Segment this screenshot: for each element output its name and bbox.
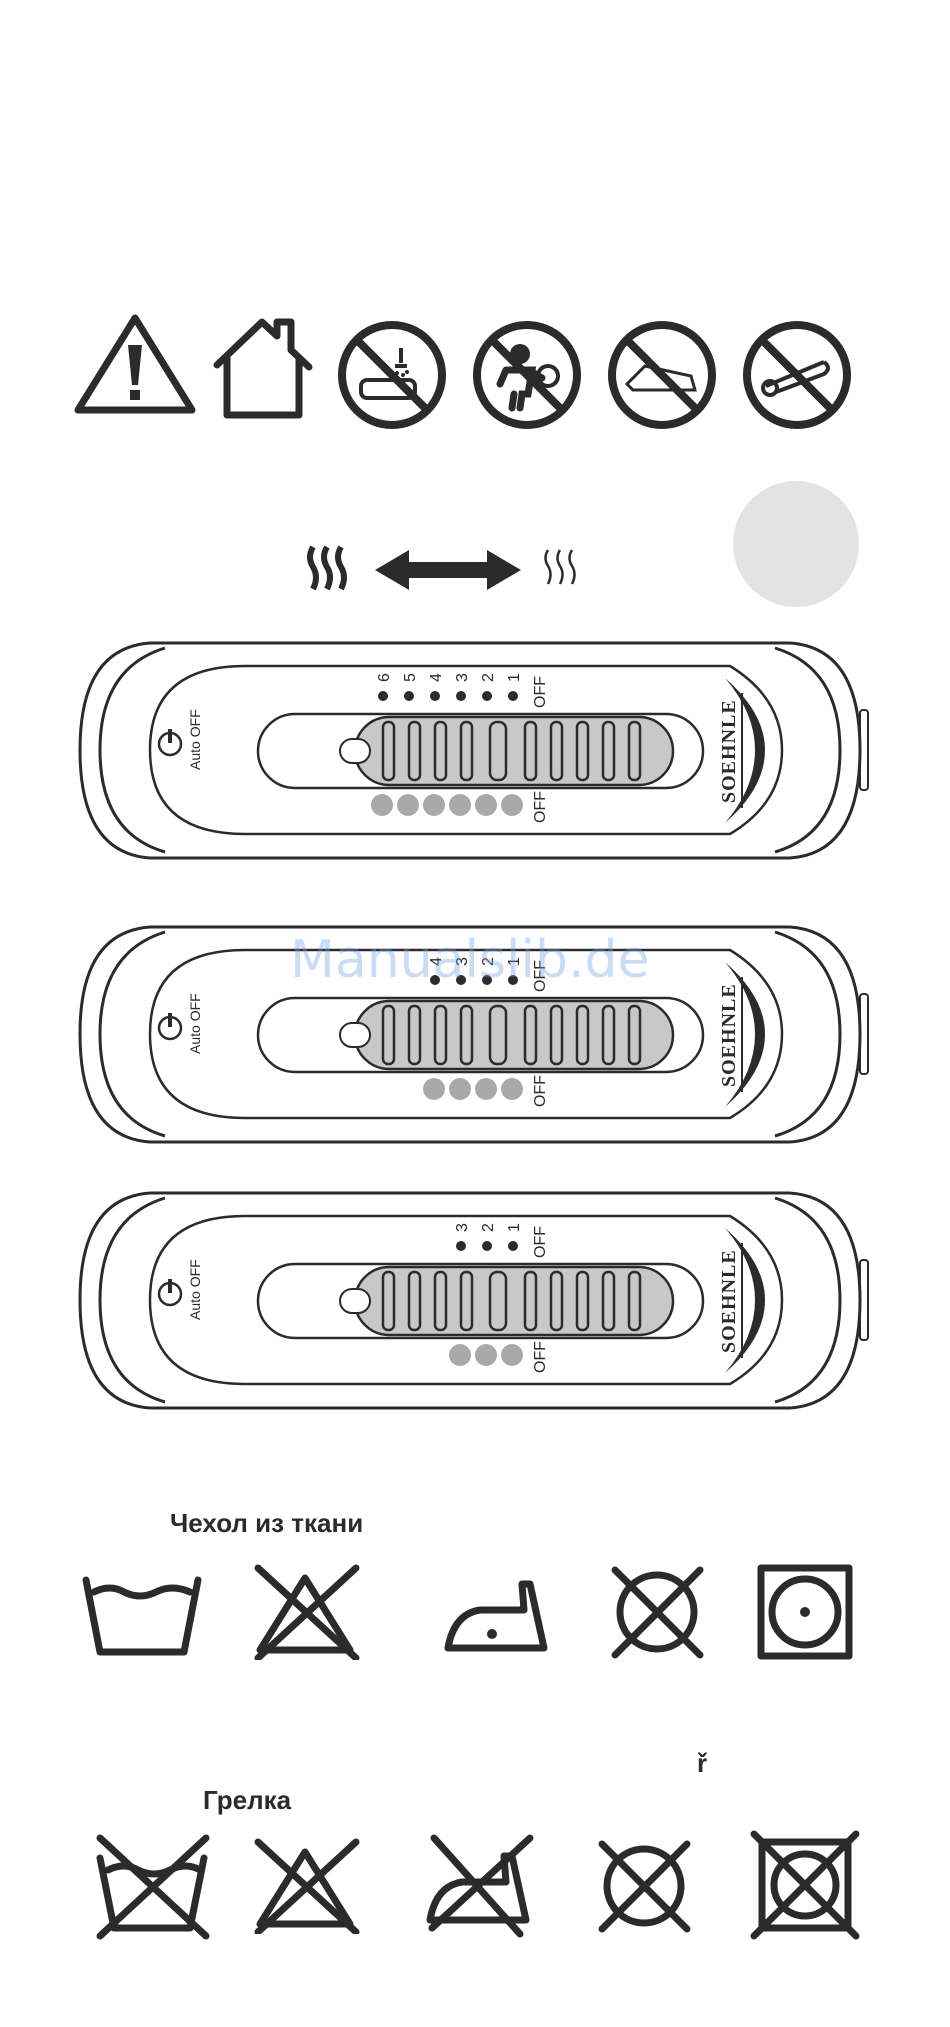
controller-body: Auto OFF SOEHNLE bbox=[80, 643, 868, 858]
level-dot bbox=[430, 691, 440, 701]
no-iron-icon bbox=[420, 1830, 540, 1940]
double-arrow-icon bbox=[373, 548, 523, 592]
off-label-bottom: OFF bbox=[532, 1341, 549, 1373]
iron-icon bbox=[440, 1568, 555, 1658]
brand-logo: SOEHNLE bbox=[718, 699, 740, 803]
off-label-top: OFF bbox=[532, 676, 549, 708]
indicator-light bbox=[423, 794, 445, 816]
off-label-bottom: OFF bbox=[532, 1075, 549, 1107]
level-dot bbox=[482, 691, 492, 701]
indicator-light bbox=[371, 794, 393, 816]
indicator-light bbox=[449, 794, 471, 816]
cover-section-label: Чехол из ткани bbox=[170, 1508, 363, 1539]
no-wash-icon bbox=[90, 1832, 215, 1942]
level-label: 2 bbox=[480, 673, 497, 682]
tumble-dry-icon bbox=[755, 1562, 855, 1662]
indicator-light bbox=[449, 1344, 471, 1366]
level-dot bbox=[378, 691, 388, 701]
do-not-fold-icon bbox=[605, 318, 720, 433]
indicator-light bbox=[501, 1078, 523, 1100]
pad-section-label: Грелка bbox=[203, 1785, 291, 1816]
level-label: 5 bbox=[402, 673, 419, 682]
no-dry-clean-icon bbox=[592, 1834, 697, 1939]
level-dot bbox=[456, 1241, 466, 1251]
auto-off-label: Auto OFF bbox=[187, 709, 203, 770]
indicator-light bbox=[475, 794, 497, 816]
stray-character: ř bbox=[697, 1748, 707, 1779]
indicator-light bbox=[501, 794, 523, 816]
brand-logo: SOEHNLE bbox=[718, 983, 740, 1087]
level-label: 4 bbox=[428, 673, 445, 682]
indicator-light bbox=[397, 794, 419, 816]
level-label: 3 bbox=[454, 1223, 471, 1232]
level-label: 3 bbox=[454, 673, 471, 682]
indicator-light bbox=[501, 1344, 523, 1366]
warning-icons-row bbox=[70, 310, 870, 440]
off-label-bottom: OFF bbox=[532, 791, 549, 823]
level-dot bbox=[508, 691, 518, 701]
watermark: Manualslib.de bbox=[290, 930, 649, 990]
pad-care-icons-row bbox=[80, 1830, 870, 1950]
heat-high-icon bbox=[305, 543, 357, 598]
no-bleach-icon bbox=[248, 1560, 363, 1660]
wash-tub-icon bbox=[80, 1568, 205, 1658]
level-dot bbox=[456, 691, 466, 701]
level-dot bbox=[482, 1241, 492, 1251]
no-tumble-dry-icon bbox=[750, 1830, 860, 1940]
brand-logo: SOEHNLE bbox=[718, 1249, 740, 1353]
not-for-children-icon bbox=[470, 318, 585, 433]
level-dot bbox=[404, 691, 414, 701]
level-label: 1 bbox=[506, 1223, 523, 1232]
indicator-light bbox=[449, 1078, 471, 1100]
indicator-light bbox=[475, 1344, 497, 1366]
no-pins-icon bbox=[740, 318, 855, 433]
no-bleach-icon bbox=[248, 1834, 363, 1934]
controller-body: Auto OFF SOEHNLE bbox=[80, 1193, 868, 1408]
warning-triangle-icon bbox=[70, 310, 200, 420]
heat-indicator bbox=[305, 540, 595, 600]
off-label-top: OFF bbox=[532, 1226, 549, 1258]
controller-3-levels: Auto OFF SOEHNLE 3 2 1 OFF OFF bbox=[70, 1188, 870, 1413]
level-dot bbox=[508, 1241, 518, 1251]
controller-6-levels: Auto OFF SOEHNLE 6 5 4 3 2 1 OFF OFF bbox=[70, 638, 870, 863]
indicator-light bbox=[423, 1078, 445, 1100]
indoor-use-only-icon bbox=[205, 310, 320, 425]
page-marker-circle bbox=[733, 481, 859, 607]
no-bathroom-use-icon bbox=[335, 318, 450, 433]
auto-off-label: Auto OFF bbox=[187, 1259, 203, 1320]
auto-off-label: Auto OFF bbox=[187, 993, 203, 1054]
heat-low-icon bbox=[540, 546, 588, 596]
indicator-light bbox=[475, 1078, 497, 1100]
level-label: 6 bbox=[376, 673, 393, 682]
cover-care-icons-row bbox=[80, 1560, 870, 1670]
level-label: 2 bbox=[480, 1223, 497, 1232]
no-dry-clean-icon bbox=[605, 1560, 710, 1665]
level-label: 1 bbox=[506, 673, 523, 682]
